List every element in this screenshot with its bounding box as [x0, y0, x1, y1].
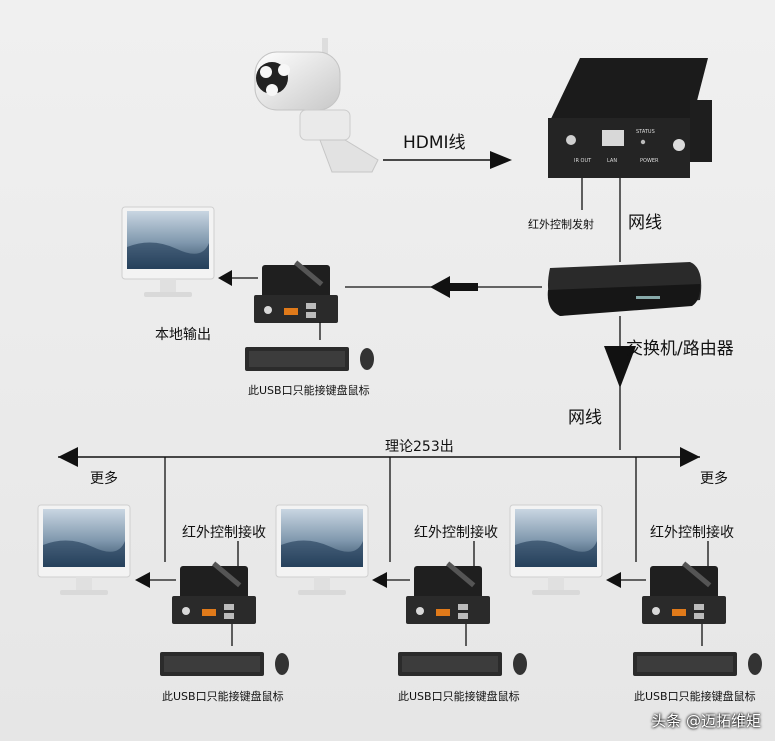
status-label: STATUS: [636, 129, 655, 135]
receiver-group-2: [275, 504, 527, 676]
usb-note-local: 此USB口只能接键盘鼠标: [248, 384, 370, 397]
usb-note-1: 此USB口只能接键盘鼠标: [162, 690, 284, 703]
port-power: POWER: [640, 158, 659, 164]
switch-label: 交换机/路由器: [626, 339, 734, 359]
net-label-mid: 网线: [568, 408, 602, 428]
local-monitor: [121, 206, 215, 298]
local-keyboard: [245, 347, 374, 371]
more-left-label: 更多: [90, 471, 118, 487]
port-lan: LAN: [607, 158, 618, 164]
local-output-label: 本地输出: [155, 327, 211, 343]
local-receiver: [254, 260, 338, 323]
usb-note-3: 此USB口只能接键盘鼠标: [634, 690, 756, 703]
port-irout: IR OUT: [574, 158, 592, 164]
transmitter-box: [548, 58, 712, 178]
ir-recv-label-2: 红外控制接收: [414, 525, 498, 541]
network-switch: [547, 262, 702, 316]
net-label-top: 网线: [628, 213, 662, 233]
hdmi-label: HDMI线: [403, 133, 466, 153]
theory-label: 理论253出: [385, 439, 454, 455]
receiver-group-3: [509, 504, 762, 676]
ir-emit-label: 红外控制发射: [528, 218, 594, 231]
receiver-group-1: [37, 504, 289, 676]
watermark: 头条 @迈拓维矩: [651, 712, 761, 730]
ir-recv-label-3: 红外控制接收: [650, 525, 734, 541]
more-right-label: 更多: [700, 471, 728, 487]
usb-note-2: 此USB口只能接键盘鼠标: [398, 690, 520, 703]
ptz-camera: [254, 38, 379, 173]
ir-recv-label-1: 红外控制接收: [182, 525, 266, 541]
